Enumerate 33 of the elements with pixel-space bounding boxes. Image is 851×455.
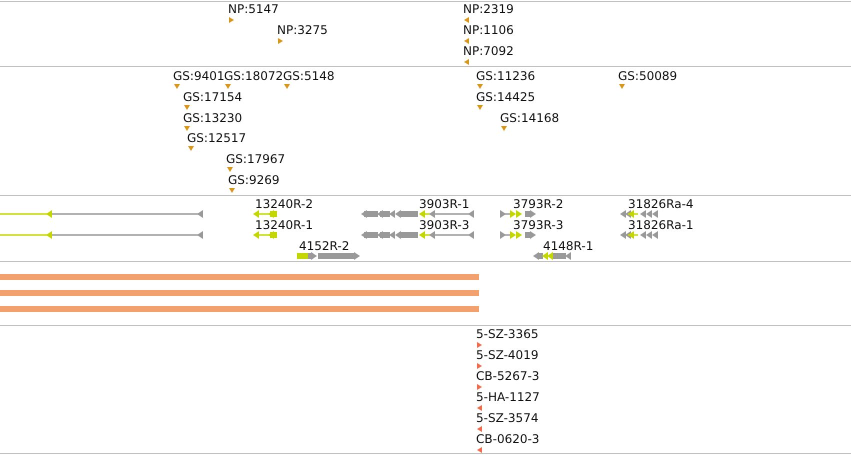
feature-label: NP:3275 bbox=[277, 23, 328, 37]
feature-label: GS:9401 bbox=[173, 69, 224, 83]
feature-label: GS:14168 bbox=[500, 111, 560, 125]
feature-label: NP:5147 bbox=[228, 2, 279, 16]
feature-label: GS:5148 bbox=[283, 69, 334, 83]
feature-label: 5-SZ-3574 bbox=[476, 411, 538, 425]
feature-label: 3903R-1 bbox=[419, 197, 470, 211]
feature-label: 3793R-2 bbox=[513, 197, 564, 211]
feature-label: 5-SZ-3365 bbox=[476, 327, 538, 341]
feature-label: CB-0620-3 bbox=[476, 432, 540, 446]
feature-label: CB-5267-3 bbox=[476, 369, 540, 383]
feature-label: GS:13230 bbox=[183, 111, 242, 125]
feature-label: GS:11236 bbox=[476, 69, 536, 83]
feature-label: 4152R-2 bbox=[299, 239, 350, 253]
feature-label: 13240R-1 bbox=[255, 218, 313, 232]
feature-label: 3793R-3 bbox=[513, 218, 564, 232]
feature-label: GS:17154 bbox=[183, 90, 242, 104]
feature-label: GS:12517 bbox=[187, 131, 246, 145]
feature-label: 5-HA-1127 bbox=[476, 390, 540, 404]
feature-label: 31826Ra-4 bbox=[628, 197, 694, 211]
feature-label: GS:9269 bbox=[228, 173, 280, 187]
feature-label: 5-SZ-4019 bbox=[476, 348, 538, 362]
feature-label: 3903R-3 bbox=[419, 218, 470, 232]
feature-label: GS:17967 bbox=[226, 152, 286, 166]
feature-label: GS:50089 bbox=[618, 69, 678, 83]
feature-label: GS:14425 bbox=[476, 90, 536, 104]
feature-label: NP:7092 bbox=[463, 44, 514, 58]
feature-label: GS:18072 bbox=[224, 69, 284, 83]
feature-label: 13240R-2 bbox=[255, 197, 313, 211]
feature-label: NP:2319 bbox=[463, 2, 514, 16]
feature-label: 4148R-1 bbox=[543, 239, 594, 253]
feature-label: NP:1106 bbox=[463, 23, 514, 37]
feature-label: 31826Ra-1 bbox=[628, 218, 694, 232]
